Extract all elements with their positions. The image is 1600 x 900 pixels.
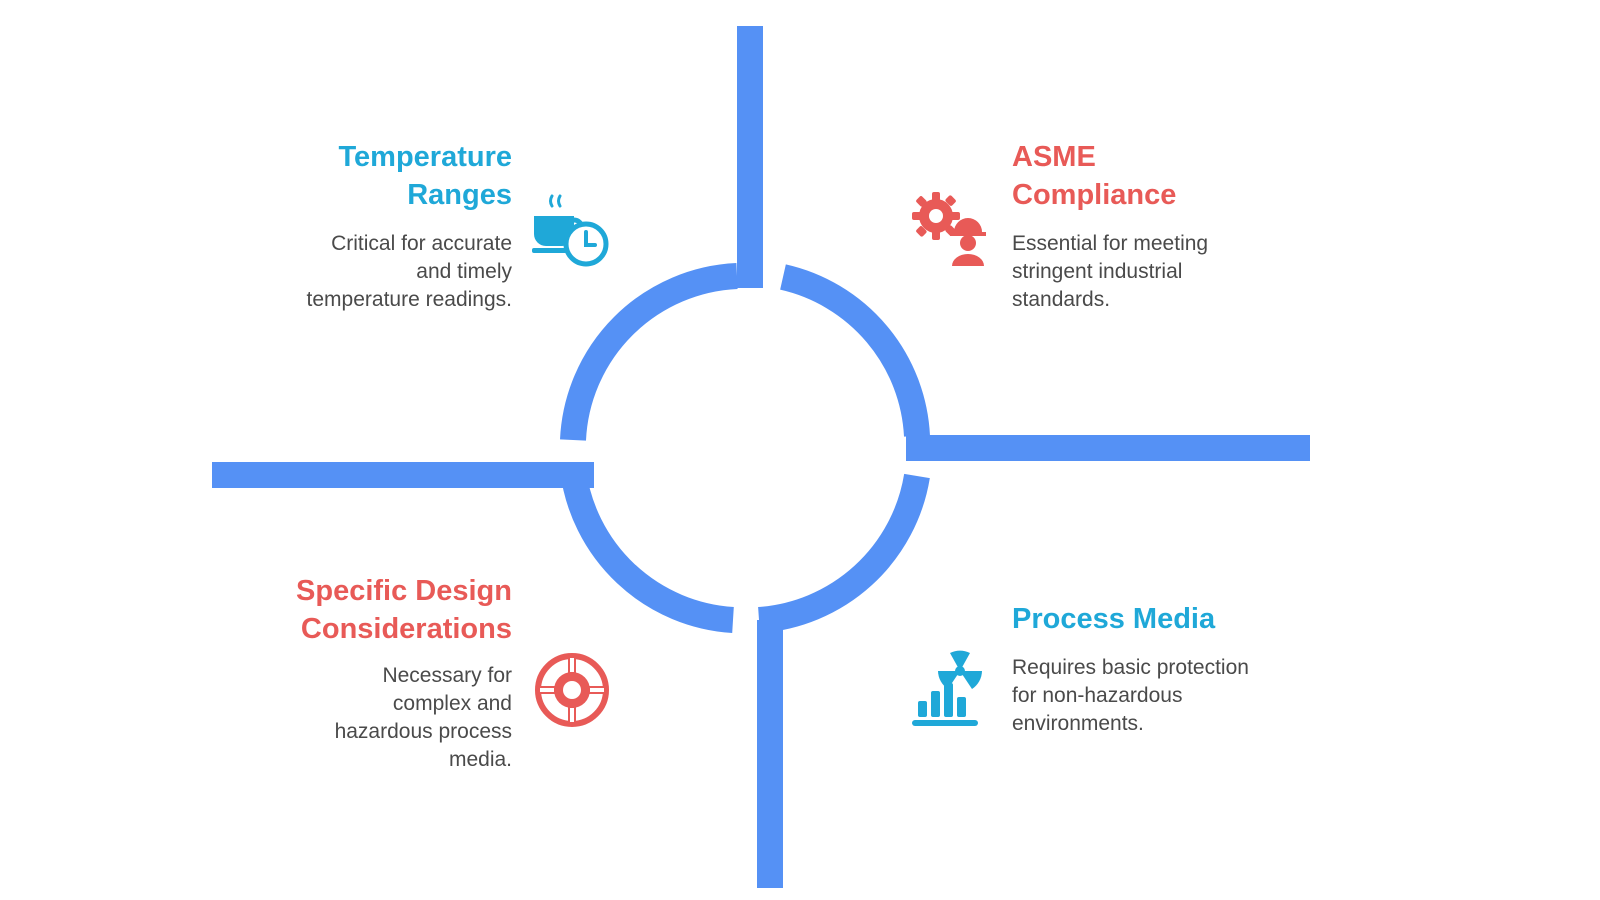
- quadrant-specific-design-considerations: Specific Design Considerations Necessary…: [212, 572, 512, 774]
- quadrant-description: Requires basic protection for non-hazard…: [1012, 654, 1312, 738]
- connector-bottom: [757, 620, 783, 888]
- desc-line: standards.: [1012, 288, 1111, 311]
- title-line: ASME: [1012, 141, 1096, 173]
- desc-line: Essential for meeting: [1012, 232, 1209, 255]
- desc-line: environments.: [1012, 712, 1144, 735]
- coffee-cup-clock-icon: [532, 194, 609, 267]
- quadrant-title: ASME Compliance: [1012, 138, 1302, 214]
- connector-left: [212, 462, 594, 488]
- desc-line: hazardous process: [334, 720, 512, 743]
- ring-arc-bottom-right: [757, 473, 930, 633]
- gear-worker-icon: [912, 192, 986, 266]
- desc-line: Critical for accurate: [331, 232, 512, 255]
- desc-line: temperature readings.: [306, 288, 512, 311]
- desc-line: complex and: [392, 692, 512, 715]
- desc-line: for non-hazardous: [1012, 684, 1183, 707]
- radiation-chart-icon: [912, 650, 982, 726]
- title-line: Ranges: [407, 179, 512, 211]
- quadrant-title: Process Media: [1012, 600, 1312, 638]
- title-line: Considerations: [300, 613, 512, 645]
- quadrant-description: Essential for meeting stringent industri…: [1012, 230, 1302, 314]
- desc-line: media.: [448, 748, 512, 771]
- desc-line: Requires basic protection: [1012, 656, 1249, 679]
- quadrant-temperature-ranges: Temperature Ranges Critical for accurate…: [240, 138, 512, 314]
- title-line: Compliance: [1012, 179, 1177, 211]
- desc-line: Necessary for: [382, 664, 512, 687]
- connector-right: [906, 435, 1310, 461]
- title-line: Specific Design: [296, 575, 512, 607]
- title-line: Temperature: [338, 141, 512, 173]
- target-valve-icon: [535, 653, 609, 727]
- ring-arc-top-right: [779, 264, 930, 437]
- quadrant-title: Temperature Ranges: [240, 138, 512, 214]
- connector-top: [737, 26, 763, 288]
- quadrant-asme-compliance: ASME Compliance Essential for meeting st…: [1012, 138, 1302, 314]
- ring-arc-top-left: [560, 263, 738, 441]
- desc-line: stringent industrial: [1012, 260, 1183, 283]
- quadrant-title: Specific Design Considerations: [212, 572, 512, 648]
- quadrant-description: Critical for accurate and timely tempera…: [240, 230, 512, 314]
- desc-line: and timely: [416, 260, 512, 283]
- quadrant-description: Necessary for complex and hazardous proc…: [212, 662, 512, 774]
- title-line: Process Media: [1012, 603, 1216, 635]
- ring-arc-bottom-left: [560, 468, 734, 633]
- quadrant-process-media: Process Media Requires basic protection …: [1012, 600, 1312, 738]
